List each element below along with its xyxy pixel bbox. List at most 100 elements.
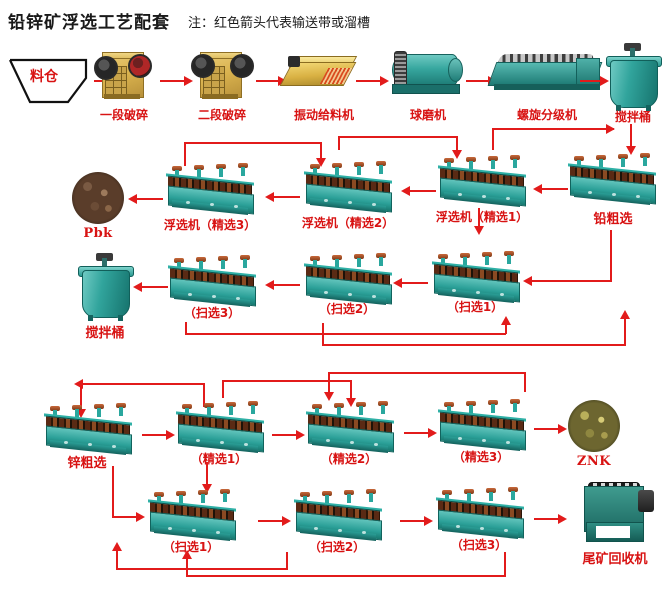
flotation-cell-scav3-icon bbox=[166, 255, 258, 307]
recycle-zclean1-line bbox=[222, 380, 352, 382]
flotation-cell-scav1-icon bbox=[430, 251, 522, 303]
arrowhead-up bbox=[112, 542, 122, 551]
label-tank-1: 搅拌桶 bbox=[614, 110, 651, 124]
arrowhead-left bbox=[265, 280, 274, 290]
recycle-zscav3-line bbox=[186, 575, 506, 577]
label-zclean-3: （精选3） bbox=[452, 450, 510, 464]
arrow-tank1-feed-riser bbox=[492, 128, 494, 150]
arrow-zscav1-to-zscav2 bbox=[258, 520, 286, 522]
recycle-zclean2-drop bbox=[328, 372, 330, 394]
flotation-cell-zn-rougher-icon bbox=[42, 403, 134, 455]
arrowhead-down bbox=[202, 484, 212, 493]
label-clean-3: 浮选机（精选3） bbox=[163, 218, 257, 232]
arrow-classifier-to-tank1 bbox=[580, 80, 602, 82]
arrowhead-down bbox=[626, 146, 636, 155]
arrowhead-right bbox=[606, 124, 615, 134]
arrow-crusher1-to-crusher2 bbox=[160, 80, 186, 82]
arrowhead-left bbox=[533, 184, 542, 194]
arrowhead-right bbox=[600, 76, 609, 86]
arrow-pbrougher-tail-to-scav1 bbox=[530, 280, 612, 282]
label-pb-rougher: 铅粗选 bbox=[593, 212, 633, 227]
arrowhead-left bbox=[401, 186, 410, 196]
arrow-zclean1-tail-down bbox=[206, 462, 208, 486]
recycle-scav2-riser bbox=[322, 323, 324, 345]
recycle-clean1-drop bbox=[456, 136, 458, 152]
label-zscav-2: （扫选2） bbox=[308, 540, 366, 554]
arrowhead-left bbox=[265, 192, 274, 202]
hopper-icon: 料仓 bbox=[8, 58, 92, 106]
flotation-cell-zclean3-icon bbox=[436, 399, 528, 451]
label-scav-2: （扫选2） bbox=[318, 302, 376, 316]
arrow-znrougher-tail-down bbox=[112, 466, 114, 518]
recycle-clean3-to-clean2 bbox=[184, 142, 322, 144]
arrowhead-right bbox=[428, 428, 437, 438]
arrowhead-right bbox=[166, 430, 175, 440]
recycle-clean2-to-clean1 bbox=[338, 136, 458, 138]
flotation-cell-clean2-icon bbox=[302, 161, 394, 213]
lead-concentrate-icon bbox=[72, 172, 124, 224]
arrowhead-up bbox=[182, 550, 192, 559]
label-zn-rougher: 锌粗选 bbox=[67, 456, 107, 471]
arrow-clean3-to-pbk bbox=[135, 198, 163, 200]
tailings-recovery-icon bbox=[576, 480, 658, 548]
recycle-zscav2-line bbox=[116, 568, 288, 570]
label-spiral-classifier: 螺旋分级机 bbox=[516, 108, 577, 122]
arrow-feeder-to-ballmill bbox=[356, 80, 382, 82]
arrow-feed-to-zn-rougher bbox=[80, 383, 82, 411]
arrow-scav1-to-scav2 bbox=[400, 282, 428, 284]
label-clean-1: 浮选机（精选1） bbox=[435, 210, 529, 224]
recycle-zscav3-up bbox=[186, 556, 188, 576]
recycle-scav3-line bbox=[185, 333, 506, 335]
label-zscav-3: （扫选3） bbox=[450, 538, 508, 552]
flotation-cell-zscav1-icon bbox=[146, 489, 238, 541]
arrowhead-down bbox=[452, 150, 462, 159]
arrow-zscav3-to-tailings bbox=[534, 518, 562, 520]
label-crusher-2: 二段破碎 bbox=[197, 108, 246, 122]
label-scav-1: （扫选1） bbox=[446, 300, 504, 314]
arrow-zclean3-to-znk bbox=[534, 428, 562, 430]
arrowhead-left bbox=[523, 276, 532, 286]
recycle-scav-mid-riser bbox=[505, 322, 507, 334]
label-zclean-2: （精选2） bbox=[320, 452, 378, 466]
flotation-cell-zclean2-icon bbox=[304, 401, 396, 453]
label-feeder: 振动给料机 bbox=[293, 108, 354, 122]
flotation-cell-clean3-icon bbox=[164, 163, 256, 215]
zinc-concentrate-icon bbox=[568, 400, 620, 452]
arrowhead-right bbox=[184, 76, 193, 86]
recycle-zscav2-riser bbox=[286, 552, 288, 570]
agitation-tank-1-icon bbox=[604, 43, 664, 112]
flotation-cell-zclean1-icon bbox=[174, 401, 266, 453]
flotation-cell-scav2-icon bbox=[302, 253, 394, 305]
arrow-crusher2-to-feeder bbox=[256, 80, 280, 82]
arrow-tank1-down bbox=[630, 124, 632, 148]
recycle-clean3-riser bbox=[184, 142, 186, 166]
arrowhead-down bbox=[324, 392, 334, 401]
jaw-crusher-1-icon bbox=[92, 50, 154, 102]
arrow-pbrough-to-clean1 bbox=[540, 188, 568, 190]
spiral-classifier-icon bbox=[487, 50, 604, 98]
arrowhead-right bbox=[558, 514, 567, 524]
arrowhead-right bbox=[380, 76, 389, 86]
flotation-cell-clean1-icon bbox=[436, 155, 528, 207]
label-scav-3: （扫选3） bbox=[183, 306, 241, 320]
arrow-scav3-to-tank2 bbox=[140, 286, 168, 288]
arrowhead-left bbox=[133, 282, 142, 292]
page-title: 铅锌矿浮选工艺配套 bbox=[8, 13, 170, 33]
flotation-cell-pb-rougher-icon bbox=[566, 153, 658, 205]
arrow-zclean2-to-zclean3 bbox=[404, 432, 432, 434]
flotation-cell-zscav3-icon bbox=[434, 487, 526, 539]
arrow-clean2-to-clean3 bbox=[272, 196, 300, 198]
label-zscav-1: （扫选1） bbox=[162, 540, 220, 554]
arrow-to-zscav1 bbox=[112, 516, 140, 518]
arrow-scav2-to-scav3 bbox=[272, 284, 300, 286]
label-znk: ZNK bbox=[576, 454, 612, 469]
recycle-scav1-riser bbox=[624, 316, 626, 344]
arrow-tank1-feed-line bbox=[492, 128, 614, 130]
recycle-clean2-drop bbox=[320, 142, 322, 160]
arrow-zn-feed-drop bbox=[203, 383, 205, 407]
jaw-crusher-2-icon bbox=[190, 50, 254, 102]
arrow-znrougher-to-zclean1 bbox=[142, 434, 170, 436]
recycle-zscav3-riser bbox=[504, 552, 506, 576]
ball-mill-icon bbox=[386, 48, 470, 100]
label-crusher-1: 一段破碎 bbox=[99, 108, 148, 122]
